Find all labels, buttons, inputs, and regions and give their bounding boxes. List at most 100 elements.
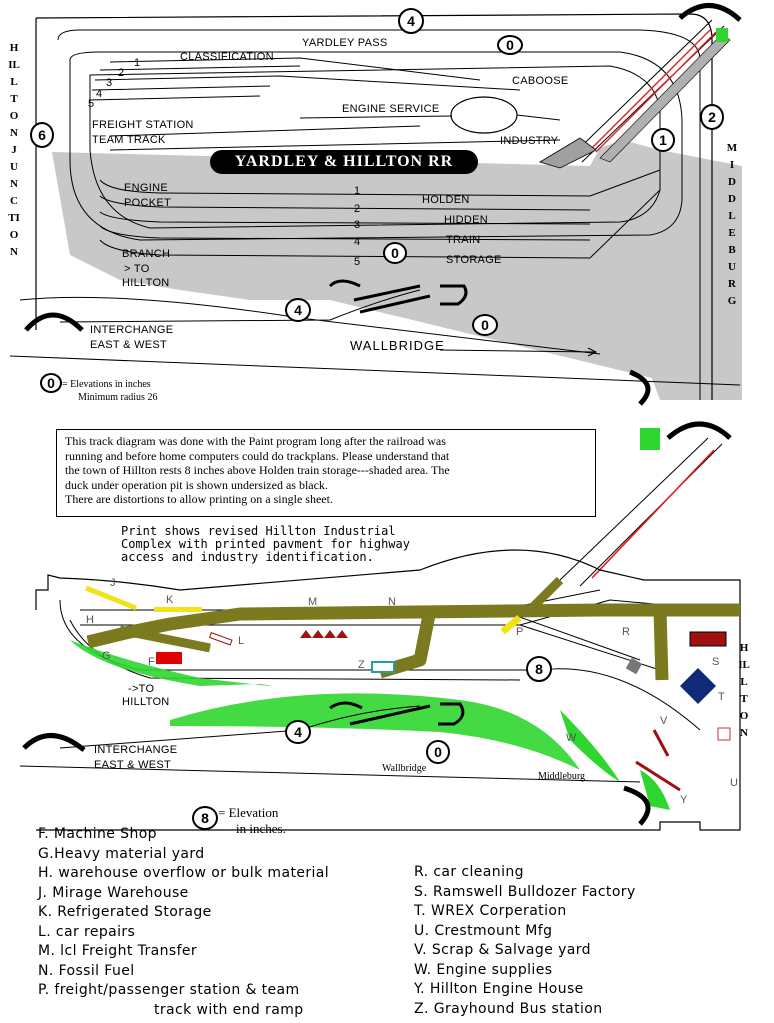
legend-item: R. car cleaning xyxy=(414,864,524,880)
helix-ramp-red xyxy=(589,29,717,153)
caboose-label: CABOOSE xyxy=(512,75,569,87)
legend-item: K. Refrigerated Storage xyxy=(38,904,212,920)
yard-loop-1 xyxy=(69,51,683,241)
industry-letter-p: P xyxy=(516,626,524,638)
industry-letter-l: L xyxy=(238,635,245,647)
storage-tracks xyxy=(99,169,661,259)
industry-legend-right: R. car cleaning S. Ramswell Bulldozer Fa… xyxy=(414,864,636,1020)
lower-middleburg-label: Middleburg xyxy=(538,771,586,782)
lower-helix-ramp xyxy=(559,437,723,587)
to-hillton-label-1: ->TO xyxy=(128,683,155,695)
industry-p-station xyxy=(500,614,522,635)
engine-pocket-label-2: POCKET xyxy=(124,197,172,209)
print-note-line: access and industry identification. xyxy=(121,550,374,564)
industry-f-building xyxy=(156,652,182,664)
lower-wallbridge xyxy=(329,701,465,726)
industry-letter-m: M xyxy=(308,596,318,608)
industry-letter-s: S xyxy=(712,656,720,668)
train-label: TRAIN xyxy=(446,234,481,246)
lower-helix-ramp-red xyxy=(591,449,715,579)
industry-letter-z: Z xyxy=(358,659,365,671)
legend-elevation-text: = Elevations in inches xyxy=(62,379,151,390)
legend-item: Y. Hillton Engine House xyxy=(414,981,584,997)
legend-item: U. Crestmount Mfg xyxy=(414,922,553,939)
legend-item: N. Fossil Fuel xyxy=(38,962,135,979)
elevation-marker: 4 xyxy=(285,720,311,744)
industry-letter-j: J xyxy=(110,577,116,589)
industry-letter-u: U xyxy=(730,777,738,789)
classification-label: CLASSIFICATION xyxy=(180,51,274,63)
class-track-3: 3 xyxy=(106,77,113,89)
branch-label-1: BRANCH xyxy=(122,248,171,260)
industry-letter-t: T xyxy=(718,691,725,703)
diagram-note: This track diagram was done with the Pai… xyxy=(56,429,596,517)
legend-item: P. freight/passenger station & team xyxy=(38,982,300,998)
print-note-line: Complex with printed pavment for highway xyxy=(121,537,410,551)
industry-v-track xyxy=(652,729,670,757)
team-track-label: TEAM TRACK xyxy=(92,134,166,146)
railroad-title: YARDLEY & HILLTON RR xyxy=(234,153,454,170)
lower-interchange-label-2: EAST & WEST xyxy=(94,759,172,771)
storage-track-5: 5 xyxy=(354,256,361,268)
legend-item: track with end ramp xyxy=(154,1001,304,1018)
foliage-ridge-2 xyxy=(560,710,620,782)
legend-item: J. Mirage Warehouse xyxy=(38,884,189,901)
note-line: running and before home computers could … xyxy=(65,448,450,463)
freight-station-label: FREIGHT STATION xyxy=(92,119,194,131)
railroad-title-plate: YARDLEY & HILLTON RR xyxy=(210,150,478,174)
legend-elevation-label-2: in inches. xyxy=(236,821,286,836)
elevation-marker: 0 xyxy=(383,242,407,264)
engine-service-label: ENGINE SERVICE xyxy=(342,103,440,115)
lower-interchange-arc xyxy=(22,733,86,752)
foliage-top xyxy=(716,28,728,42)
industry-letter-f: F xyxy=(148,656,155,668)
classification-ladder xyxy=(89,57,521,101)
class-track-2: 2 xyxy=(118,67,125,79)
storage-track-2: 2 xyxy=(354,203,361,215)
elevation-marker: 6 xyxy=(30,122,54,148)
industry-legend-left: F. Machine Shop G.Heavy material yard H.… xyxy=(38,826,329,1021)
lower-duck-under-arc xyxy=(623,785,651,826)
branch-track xyxy=(9,289,741,386)
industry-letter-g: G xyxy=(102,650,111,662)
elevation-marker: 8 xyxy=(526,656,552,682)
foliage-lower xyxy=(640,770,670,810)
industry-spur xyxy=(539,137,597,169)
industry-k-dock xyxy=(154,607,202,612)
interchange-label-1: INTERCHANGE xyxy=(90,324,174,336)
engine-service-leads xyxy=(109,114,561,151)
legend-radius-text: Minimum radius 26 xyxy=(78,392,158,403)
note-line: There are distortions to allow printing … xyxy=(65,492,333,506)
legend-item: G.Heavy material yard xyxy=(38,845,205,862)
helix-top-arc xyxy=(678,3,742,22)
lower-helix-top-arc xyxy=(666,421,732,440)
elevation-marker: 1 xyxy=(651,128,675,152)
helix-ramp xyxy=(564,19,725,163)
elevation-marker: 4 xyxy=(285,298,311,322)
holden-shaded-area xyxy=(52,140,742,400)
elevation-marker: 4 xyxy=(398,8,424,34)
yardley-pass-label: YARDLEY PASS xyxy=(302,37,388,49)
pavement-spur xyxy=(119,576,564,653)
elevation-marker: 0 xyxy=(472,314,498,336)
industry-y-track xyxy=(635,760,681,792)
wallbridge-arrow xyxy=(439,347,598,357)
helix-ramp-fill xyxy=(599,33,731,163)
middleburg-label: MIDDLEBURG xyxy=(726,142,738,307)
foliage-band xyxy=(70,640,272,686)
note-line: the town of Hillton rests 8 inches above… xyxy=(65,463,450,477)
legend-item: T. WREX Corperation xyxy=(414,903,567,919)
hillton-junction-label: HILLTON JUNCTION xyxy=(8,42,20,258)
branch-label-3: HILLTON xyxy=(122,277,170,289)
industry-letter-v: V xyxy=(660,715,668,727)
top-track-plan xyxy=(9,3,742,406)
elevation-marker: 2 xyxy=(700,104,724,130)
print-note: Print shows revised Hillton Industrial C… xyxy=(121,525,410,564)
foliage-helix xyxy=(640,428,660,450)
mainline-outer xyxy=(35,13,713,400)
note-line: duck under operation pit is shown unders… xyxy=(65,477,328,492)
class-track-5: 5 xyxy=(88,98,95,110)
legend-elevation-symbol: 0 xyxy=(40,373,62,393)
storage-label: STORAGE xyxy=(446,254,502,266)
